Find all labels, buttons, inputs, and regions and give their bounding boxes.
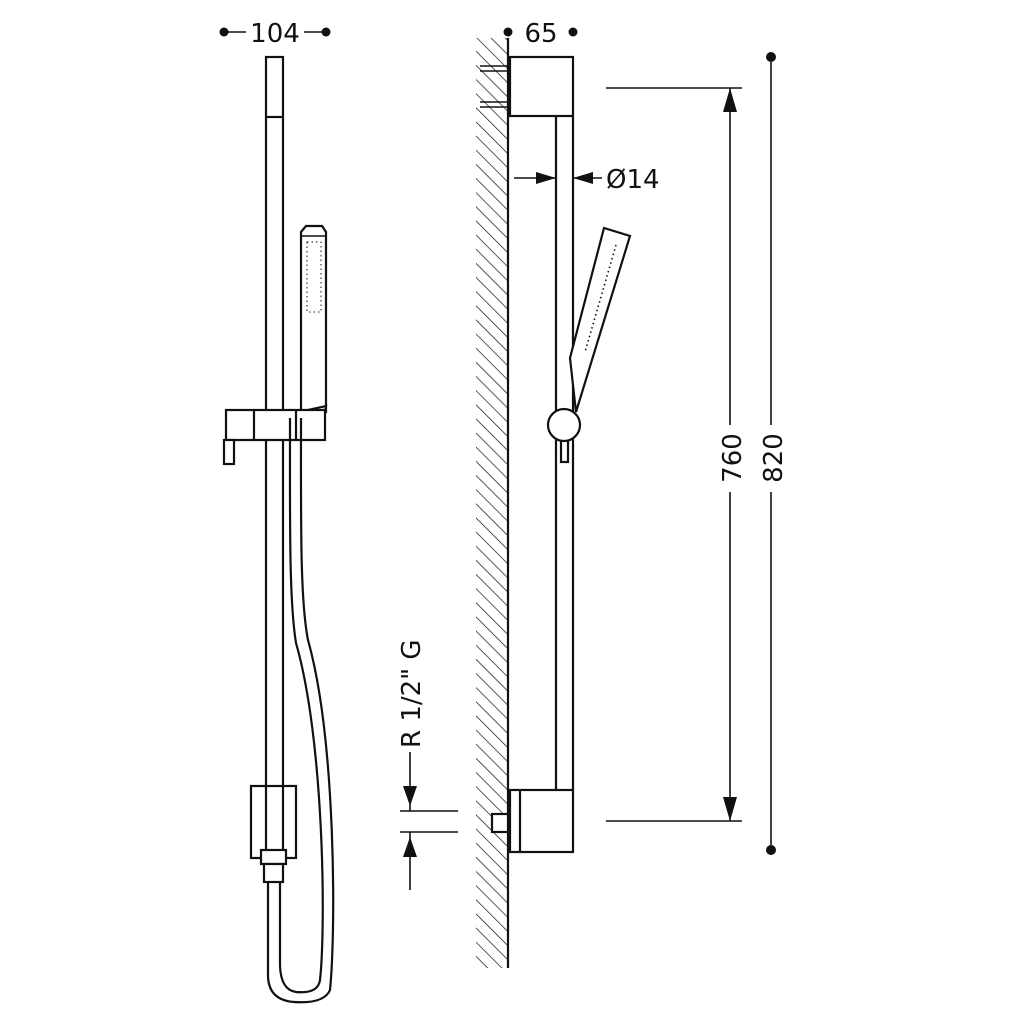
diameter-label: Ø14	[606, 165, 660, 195]
overall-height-dimension: 820	[759, 52, 789, 855]
hand-shower-side	[568, 226, 632, 413]
front-view: 104	[219, 19, 458, 1004]
connection-label: R 1/2" G	[397, 639, 427, 748]
side-view: 65 Ø14	[476, 19, 789, 968]
slider-holder-front	[222, 408, 327, 466]
bar-top-cap	[264, 55, 285, 119]
bar-length-dimension: 760	[606, 87, 748, 822]
width-label: 104	[250, 19, 300, 49]
width-dimension: 104	[219, 19, 331, 49]
bar-length-label: 760	[718, 433, 748, 483]
top-bracket-side	[480, 55, 575, 118]
depth-dimension: 65	[503, 19, 578, 49]
diameter-dimension: Ø14	[514, 165, 660, 195]
wall-connector-front	[249, 784, 298, 884]
overall-height-label: 820	[759, 433, 789, 483]
slider-holder-side	[546, 407, 582, 464]
depth-label: 65	[524, 19, 557, 49]
connection-dimension: R 1/2" G	[397, 639, 458, 890]
bottom-bracket-side	[490, 788, 575, 854]
shower-hose	[266, 417, 335, 1004]
hand-shower-front	[297, 224, 328, 420]
